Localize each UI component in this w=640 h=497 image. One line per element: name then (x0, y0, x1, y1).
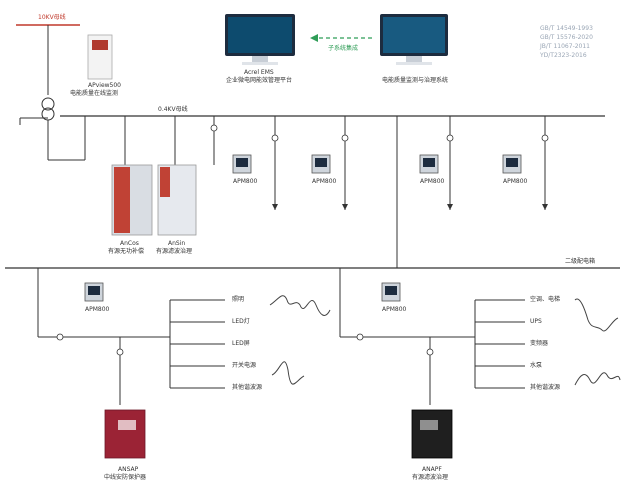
meter-label-2: APM800 (312, 178, 337, 185)
meter-label-6: APM800 (382, 306, 407, 313)
bus-10kv-label: 10KV母线 (38, 14, 66, 21)
load-left-2: LED灯 (232, 318, 250, 325)
integration-arrow-label: 子系统集成 (328, 45, 359, 52)
meter-label-1: APM800 (233, 178, 258, 185)
load-right-3: 变频器 (530, 340, 549, 347)
load-right-2: UPS (530, 318, 542, 325)
meter-label-4: APM800 (503, 178, 528, 185)
load-left-1: 照明 (232, 296, 245, 303)
load-right-1: 空调、电梯 (530, 296, 561, 303)
pq-system-label: 电能质量监测与治理系统 (382, 77, 449, 84)
nsap-caption-label: 中线安防保护器 (104, 474, 147, 481)
ems-platform-label: Acrel EMS (244, 69, 274, 76)
meter-label-5: APM800 (85, 306, 110, 313)
apf-caption-label: 有源滤波治理 (156, 248, 193, 255)
napf-caption-label: 有源滤波治理 (412, 474, 449, 481)
svg-caption-label: 有源无功补偿 (108, 248, 145, 255)
bus-04kv-label: 0.4KV母线 (158, 106, 188, 113)
standards-list: GB/T 14549-1993 GB/T 15576-2020 JB/T 110… (540, 25, 593, 59)
meter-label-3: APM800 (420, 178, 445, 185)
load-left-4: 开关电源 (232, 362, 257, 369)
load-left-5: 其他谐波源 (232, 384, 263, 391)
relay-device-label: APview500 (88, 82, 121, 89)
load-right-4: 水泵 (530, 362, 543, 369)
load-left-3: LED屏 (232, 340, 250, 347)
load-right-5: 其他谐波源 (530, 384, 561, 391)
apf-device-label: AnSin (168, 240, 186, 247)
relay-caption-label: 电能质量在线监测 (70, 90, 119, 97)
svg-device-label: AnCos (120, 240, 139, 247)
secondary-panel-label: 二级配电箱 (565, 258, 596, 265)
ems-caption-label: 企业微电网能效管理平台 (226, 77, 293, 84)
napf-model-label: ANAPF (422, 466, 442, 473)
nsap-model-label: ANSAP (118, 466, 139, 473)
